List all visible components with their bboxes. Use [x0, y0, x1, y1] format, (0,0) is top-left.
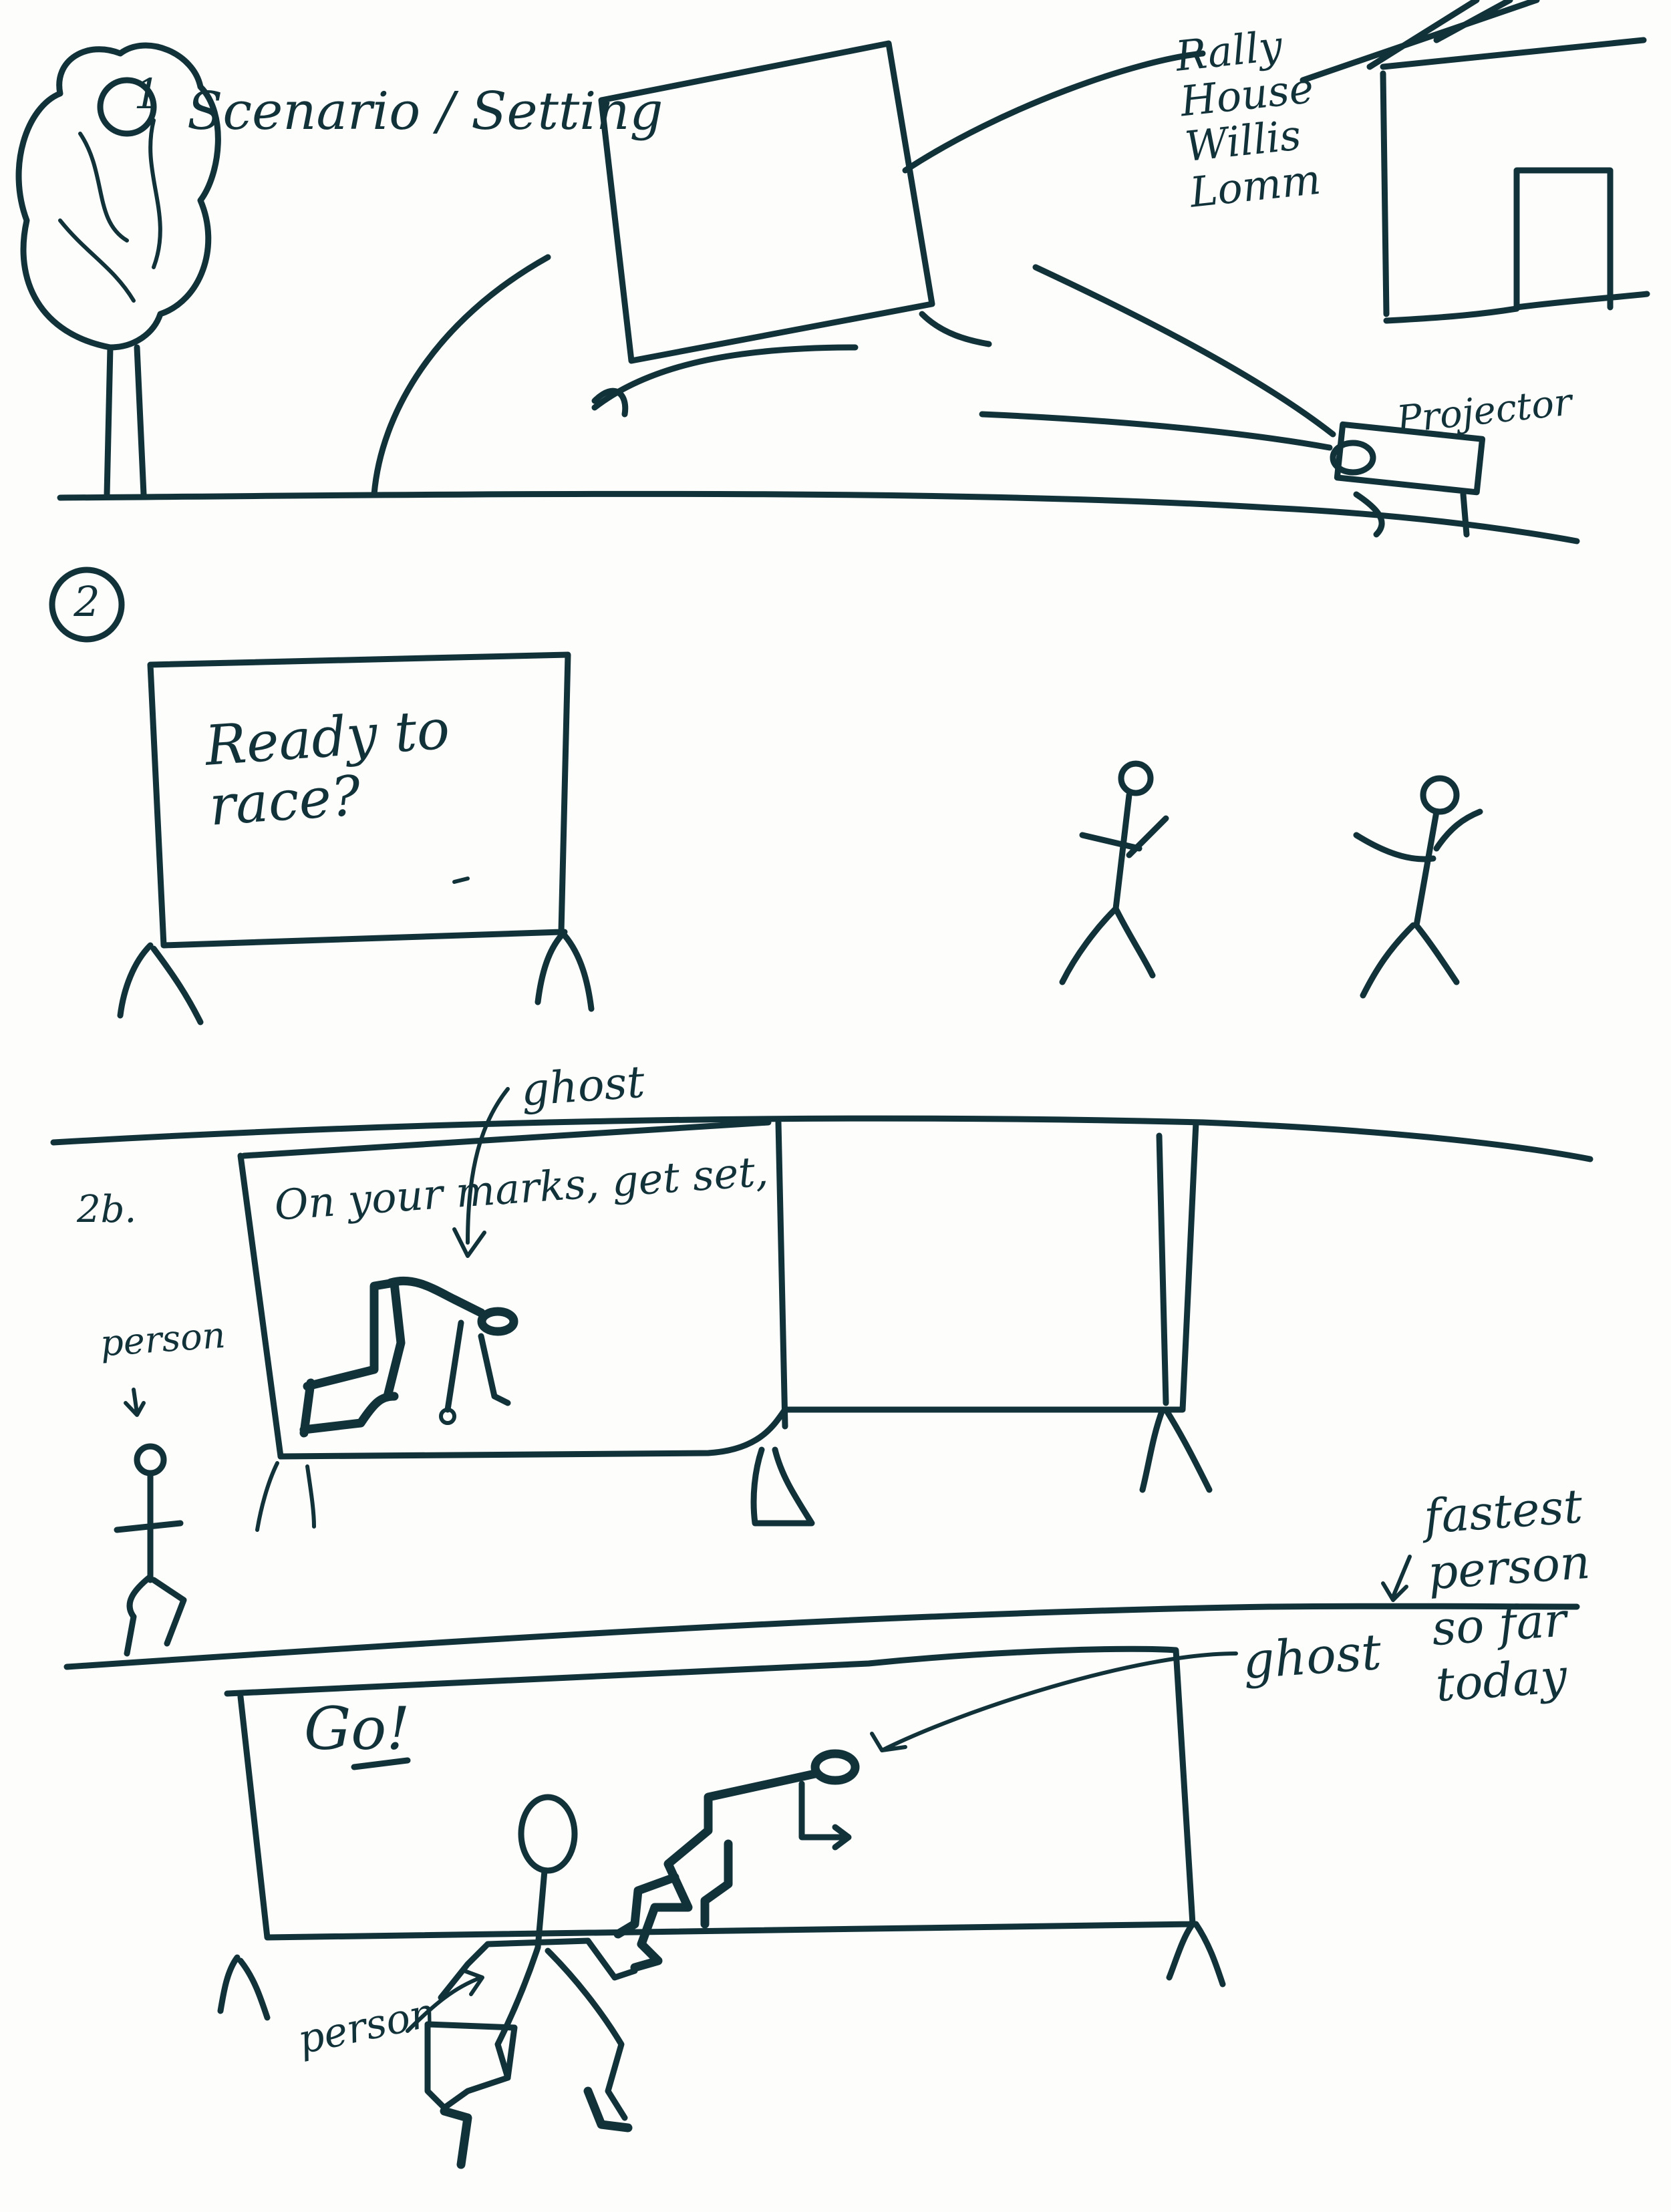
panel-2-number-circle	[49, 567, 125, 643]
note-arrow-3	[1381, 1555, 1412, 1602]
panel-2-ready	[49, 567, 1483, 1025]
ghost-label-3: ghost	[1241, 1623, 1383, 1691]
screen-2b-left-panel	[237, 1119, 788, 1460]
stage-screen-drawing	[371, 40, 992, 498]
screen-2-text: Ready to race?	[202, 697, 452, 838]
person-label-2b: person	[99, 1313, 227, 1365]
stick-figure-left	[1059, 760, 1169, 985]
person-figure-2b	[114, 1388, 187, 1657]
panel-1-number: 1	[134, 69, 160, 118]
ground-line	[57, 490, 1580, 544]
screen-3-left-stand	[217, 1954, 271, 2021]
panel-1-setting	[15, 0, 1650, 544]
projector-drawing	[979, 264, 1486, 538]
screen-2b-edge	[1156, 1132, 1169, 1406]
panel-2b-marks	[114, 1087, 1213, 1657]
go-underline	[351, 1757, 411, 1770]
screen-2-dot	[452, 877, 470, 884]
ghost-arrow-2b	[452, 1087, 510, 1258]
ghost-figure-2b	[299, 1276, 518, 1438]
screen-2b-bottom	[277, 1119, 1199, 1460]
stick-figure-right	[1353, 775, 1483, 999]
panel-2-number: 2	[73, 577, 100, 626]
panel-1-title: Scenario / Setting	[187, 82, 663, 142]
ghost-label-2b: ghost	[519, 1056, 647, 1116]
screen-3-go-text: Go!	[304, 1694, 410, 1763]
screen-2b-right-stand	[750, 1446, 815, 1527]
building-location-note: Rally House Willis Lomm	[1173, 21, 1324, 217]
screen-2b-top	[241, 1119, 772, 1159]
ghost-arrow-3	[870, 1651, 1238, 1752]
person-arrow-3	[406, 1969, 484, 2033]
building-drawing	[1300, 0, 1650, 324]
divider-2	[63, 1603, 1580, 1670]
tree-drawing	[15, 42, 221, 498]
divider-1	[50, 1115, 1593, 1162]
ghost-figure-3	[613, 1749, 860, 1972]
panel-2b-number: 2b.	[77, 1188, 137, 1231]
person-figure-3	[424, 1794, 638, 2169]
person-arrow-2b	[124, 1388, 146, 1417]
pointer-to-building	[902, 50, 1206, 174]
panel-3-go	[217, 1555, 1412, 2169]
ghost-note-3: fastest person so far today	[1422, 1478, 1592, 1713]
screen-3-outline	[224, 1645, 1196, 1941]
